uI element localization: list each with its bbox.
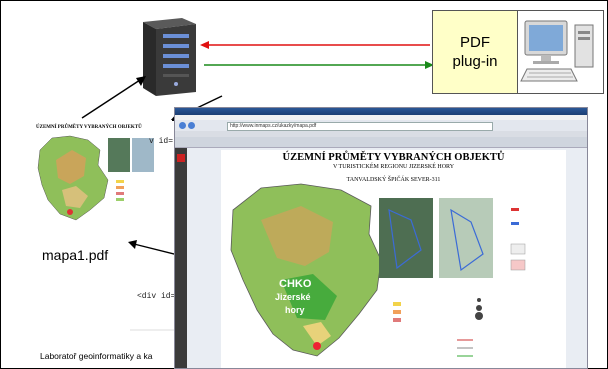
- browser-tabs: [175, 131, 587, 137]
- server-icon: [143, 18, 196, 96]
- map-area-label-3: hory: [285, 305, 305, 315]
- address-bar[interactable]: http://www.inmaps.cz/ukazky/mapa.pdf: [227, 122, 493, 131]
- upload-arrow: [81, 76, 146, 119]
- footer-text: Laboratoř geoinformatiky a ka: [40, 351, 153, 361]
- thumbnail-title: ÚZEMNÍ PRŮMĚTY VYBRANÝCH OBJEKTŮ: [36, 125, 142, 130]
- pdf-toolbar: [175, 137, 587, 148]
- response-arrow: [204, 61, 434, 69]
- pdf-plugin-line1: PDF: [460, 34, 490, 51]
- browser-titlebar: [175, 108, 587, 115]
- code-snippet-1: v id=": [149, 137, 178, 146]
- browser-menubar: [175, 115, 587, 120]
- code-snippet-2: <div id=": [137, 292, 181, 301]
- map-graphic: [230, 183, 526, 357]
- browser-navbar: http://www.inmaps.cz/ukazky/mapa.pdf: [175, 120, 587, 131]
- pdf-plugin-line2: plug-in: [452, 53, 498, 70]
- map-title: ÚZEMNÍ PRŮMĚTY VYBRANÝCH OBJEKTŮ: [282, 152, 505, 163]
- computer-icon: [520, 20, 594, 82]
- map-area-label-1: CHKO: [279, 278, 312, 290]
- pdf-plugin-box: PDF plug-in: [432, 10, 604, 94]
- acrobat-icon[interactable]: [177, 154, 185, 162]
- browser-window: http://www.inmaps.cz/ukazky/mapa.pdf ÚZE…: [174, 107, 588, 369]
- map-thumbnail: [32, 120, 172, 225]
- acrobat-sidebar: [175, 148, 187, 368]
- map-area-label-2: Jizerské: [275, 292, 311, 302]
- map-subtitle-2: TANVALDSKÝ ŠPIČÁK SEVER-311: [346, 177, 441, 183]
- pdf-plugin-label: PDF plug-in: [433, 11, 518, 93]
- pdf-page: ÚZEMNÍ PRŮMĚTY VYBRANÝCH OBJEKTŮ V TURIS…: [221, 150, 566, 368]
- map-subtitle: V TURISTICKÉM REGIONU JIZERSKÉ HORY: [332, 164, 455, 170]
- forward-icon[interactable]: [188, 122, 195, 129]
- request-arrow: [200, 41, 430, 49]
- mapa-file-label: mapa1.pdf: [42, 247, 109, 263]
- back-icon[interactable]: [179, 122, 186, 129]
